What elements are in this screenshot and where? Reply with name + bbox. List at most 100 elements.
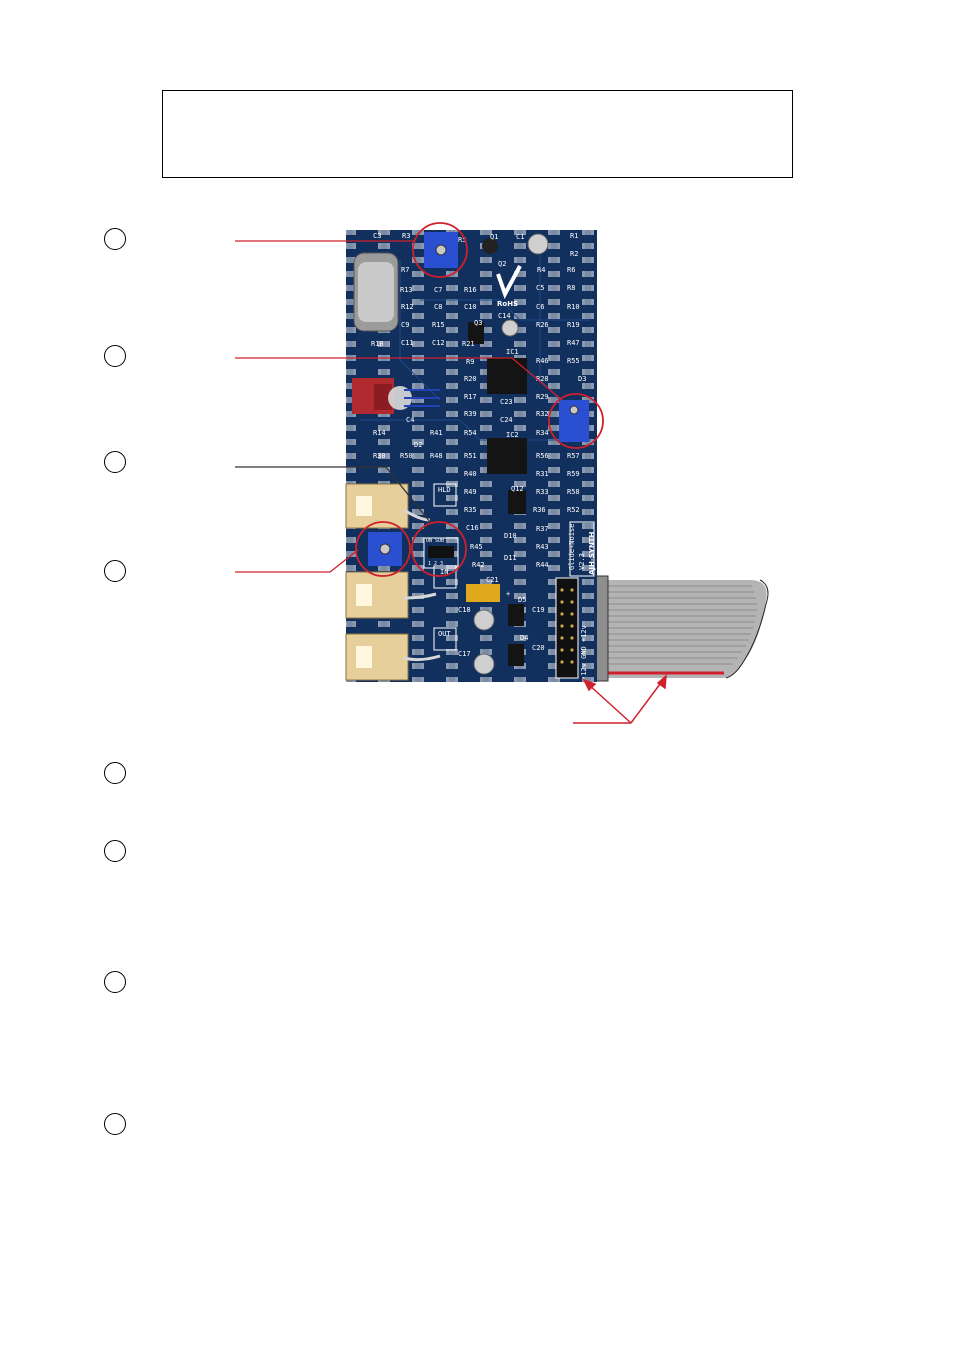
silk-r26: R26 — [536, 321, 549, 329]
callout-circle-left-trimmer — [355, 521, 411, 577]
silk-r21: R21 — [462, 340, 475, 348]
silk-r51: R51 — [464, 452, 477, 460]
silk-c17: C17 — [458, 650, 471, 658]
silk-r9: R9 — [466, 358, 474, 366]
silk-r50: R50 — [400, 452, 413, 460]
silk-r2: R2 — [570, 250, 578, 258]
silk-r32: R32 — [536, 410, 549, 418]
silk-r45: R45 — [470, 543, 483, 551]
electrolytic-cap-c1 — [527, 233, 549, 255]
step-marker-1 — [104, 228, 126, 250]
silk-r36: R36 — [533, 506, 546, 514]
silk-c14: C14 — [498, 312, 511, 320]
callout-circle-jumper — [411, 521, 467, 577]
silkscreen-labels: C3 R3 R5 Q1 C1 R1 R2 Q2 R4 R6 R7 R13 C7 … — [371, 232, 596, 680]
silk-r42: R42 — [472, 561, 485, 569]
silk-c12: C12 — [432, 339, 445, 347]
silk-r54: R54 — [464, 429, 477, 437]
silk-hld: HLD — [438, 486, 451, 494]
silk-r49: R49 — [464, 488, 477, 496]
silk-c1: C1 — [516, 233, 524, 241]
title-box — [162, 90, 793, 178]
led — [388, 386, 412, 410]
ribbon-cable — [587, 575, 769, 682]
silk-version: V2.3 — [578, 553, 586, 570]
silk-r59: R59 — [567, 470, 580, 478]
silk-c8: C8 — [434, 303, 442, 311]
silk-jumper-label: ON SUB — [426, 538, 444, 544]
silk-ic1: IC1 — [506, 348, 519, 356]
silk-board-name: AJH-SYNTH — [588, 531, 596, 575]
silk-in: IN — [440, 568, 448, 576]
silk-c7: C7 — [434, 286, 442, 294]
silk-c4: C4 — [406, 416, 414, 424]
ic1-chip — [487, 358, 527, 394]
jack-sockets — [345, 483, 441, 681]
silk-c10: C10 — [464, 303, 477, 311]
leader-line-3 — [235, 466, 431, 523]
silk-r6: R6 — [567, 266, 575, 274]
silk-c11: C11 — [401, 339, 414, 347]
silk-r20: R20 — [464, 375, 477, 383]
silk-out: OUT — [438, 630, 451, 638]
electrolytic-cap-c17 — [473, 653, 495, 675]
silk-r14: R14 — [373, 429, 386, 437]
silk-q12: Q12 — [511, 485, 524, 493]
silk-rohs: RoHS — [497, 300, 518, 308]
stripe-arrows — [573, 674, 667, 724]
silk-r5: R5 — [458, 236, 466, 244]
silk-r52: R52 — [567, 506, 580, 514]
silk-r13: R13 — [400, 286, 413, 294]
silk-d11: D11 — [504, 554, 517, 562]
silk-c21: C21 — [486, 576, 499, 584]
silk-q2: Q2 — [498, 260, 506, 268]
electrolytic-cap-c18 — [473, 609, 495, 631]
silk-r40: R40 — [464, 470, 477, 478]
silk-c6: C6 — [536, 303, 544, 311]
silk-c18: C18 — [458, 606, 471, 614]
silk-r47: R47 — [567, 339, 580, 347]
silk-r57: R57 — [567, 452, 580, 460]
silk-c16: C16 — [466, 524, 479, 532]
silk-r30: R30 — [373, 452, 386, 460]
step-marker-3 — [104, 451, 126, 473]
callout-circle-right-trimmer — [548, 393, 604, 449]
silk-d3: D3 — [578, 375, 586, 383]
silk-r12: R12 — [401, 303, 414, 311]
silk-r35: R35 — [464, 506, 477, 514]
silk-r18: R18 — [371, 340, 384, 348]
silk-r34: R34 — [536, 429, 549, 437]
silk-q1: Q1 — [490, 233, 498, 241]
silk-r58: R58 — [567, 488, 580, 496]
ic2-chip — [487, 438, 527, 474]
silk-c5: C5 — [536, 284, 544, 292]
silk-r46: R46 — [536, 357, 549, 365]
silk-r19: R19 — [567, 321, 580, 329]
silk-r56: R56 — [536, 452, 549, 460]
silk-r7: R7 — [401, 266, 409, 274]
silk-r10: R10 — [567, 303, 580, 311]
silk-plus: + — [506, 590, 510, 598]
silk-d2: D2 — [414, 441, 422, 449]
step-marker-7 — [104, 971, 126, 993]
silk-r1: R1 — [570, 232, 578, 240]
silk-r55: R55 — [567, 357, 580, 365]
silk-ic2: IC2 — [506, 431, 519, 439]
jumper-header — [423, 537, 459, 569]
silk-r48: R48 — [430, 452, 443, 460]
silk-r8: R8 — [567, 284, 575, 292]
silk-r16: R16 — [464, 286, 477, 294]
silk-module-name: Glide+Noise — [568, 524, 576, 570]
callout-circle-top-trimmer — [412, 222, 468, 278]
silk-power-header: -12v GND +12v — [580, 625, 588, 680]
silk-d4: D4 — [520, 634, 528, 642]
silk-r37: R37 — [536, 525, 549, 533]
silk-d10: D10 — [504, 532, 517, 540]
step-marker-5 — [104, 762, 126, 784]
silk-r3: R3 — [402, 232, 410, 240]
step-marker-4 — [104, 560, 126, 582]
silk-q3: Q3 — [474, 319, 482, 327]
silk-r43: R43 — [536, 543, 549, 551]
silk-c24: C24 — [500, 416, 513, 424]
step-marker-2 — [104, 345, 126, 367]
